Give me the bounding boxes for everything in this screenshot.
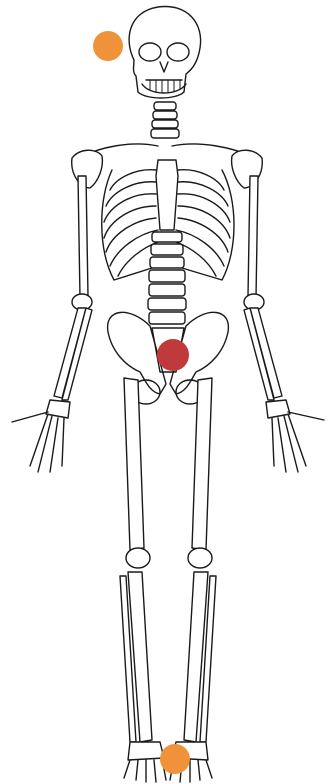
right-leg bbox=[170, 378, 216, 782]
foot-marker[interactable] bbox=[160, 744, 190, 774]
pelvis-marker[interactable] bbox=[157, 339, 189, 371]
skull-marker[interactable] bbox=[93, 31, 123, 61]
left-arm bbox=[12, 176, 92, 472]
skull bbox=[129, 7, 201, 98]
neck-vertebrae bbox=[151, 102, 179, 138]
right-arm bbox=[244, 176, 324, 472]
lumbar-vertebrae bbox=[148, 232, 186, 324]
left-leg bbox=[120, 378, 166, 782]
